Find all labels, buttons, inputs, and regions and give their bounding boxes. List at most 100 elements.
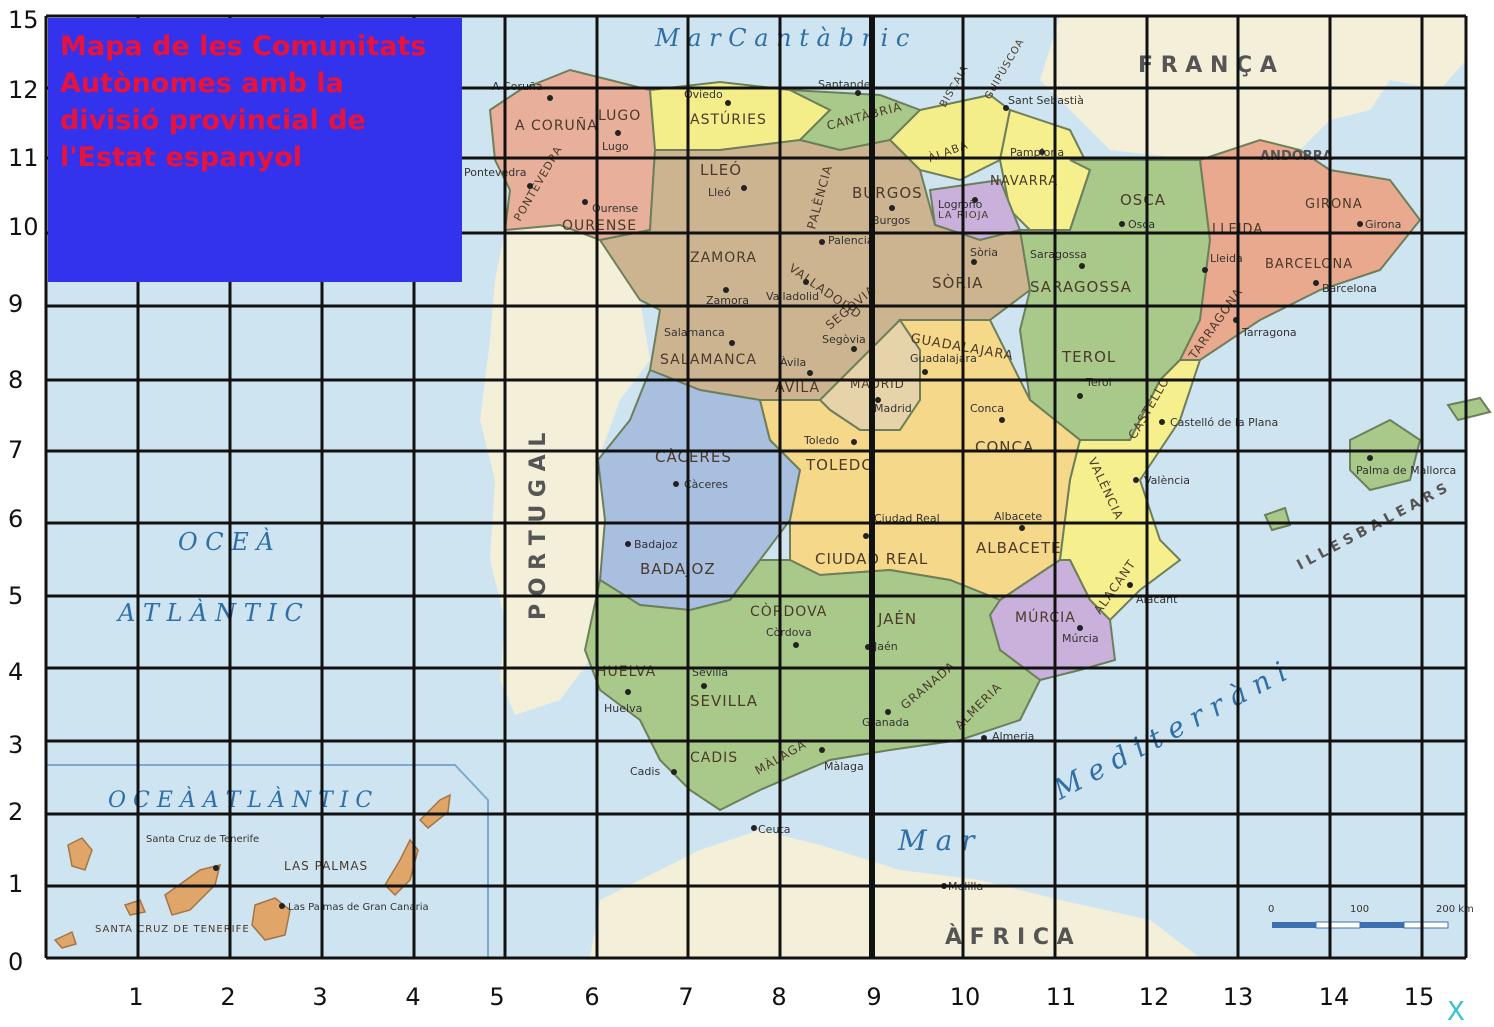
y-tick-label: 10: [8, 213, 39, 241]
country-label-portugal: P O R T U G A L: [526, 433, 551, 620]
city-label-murcia: Múrcia: [1062, 632, 1099, 645]
island-la-gomera: [123, 899, 147, 916]
city-dot: [1202, 267, 1208, 273]
city-label-valladolid: Valladolid: [766, 290, 819, 303]
x-tick-label: 10: [949, 983, 981, 1011]
province-label-osca: OSCA: [1120, 191, 1166, 209]
city-label-pamplona: Pamplona: [1010, 146, 1064, 159]
province-label-albacete: ALBACETE: [976, 539, 1062, 557]
city-dot: [673, 481, 679, 487]
island-fuerteventura: [384, 838, 419, 897]
province-label-jaen: JAÉN: [877, 609, 917, 628]
city-dot: [751, 825, 757, 831]
province-label-murcia: MÚRCIA: [1015, 608, 1076, 626]
city-dot: [582, 199, 588, 205]
island-la-palma: [67, 837, 93, 871]
province-label-saragossa: SARAGOSSA: [1030, 278, 1132, 296]
y-tick-label: 6: [8, 505, 24, 533]
city-dot: [1357, 221, 1363, 227]
city-label-albacete: Albacete: [994, 510, 1042, 523]
province-label-salamanca: SALAMANCA: [660, 352, 757, 368]
city-label-santacruz: Santa Cruz de Tenerife: [146, 834, 259, 845]
y-tick-label: 12: [8, 76, 39, 104]
city-dot: [615, 130, 621, 136]
city-dot: [851, 439, 857, 445]
city-dot: [625, 541, 631, 547]
city-dot: [971, 259, 977, 265]
city-label-conca: Conca: [970, 402, 1004, 415]
city-dot: [1077, 393, 1083, 399]
x-tick-label: 6: [584, 983, 600, 1011]
province-label-barcelona: BARCELONA: [1265, 257, 1353, 272]
city-dot: [279, 903, 285, 909]
city-label-lleida: Lleida: [1210, 252, 1243, 265]
city-dot: [922, 369, 928, 375]
province-label-lugo: LUGO: [598, 108, 641, 124]
city-dot: [885, 709, 891, 715]
scale-bar: 0 100 200 km: [1268, 904, 1474, 929]
city-label-terol: Terol: [1085, 376, 1112, 389]
x-tick-label: 11: [1045, 983, 1077, 1011]
city-label-valencia: València: [1144, 474, 1190, 487]
city-label-santsebastia: Sant Sebastià: [1008, 94, 1084, 107]
province-label-badajoz: BADAJOZ: [640, 560, 716, 578]
x-tick-label: 7: [678, 983, 694, 1011]
city-label-soria: Sòria: [970, 246, 998, 259]
city-dot: [725, 100, 731, 106]
city-label-caceres: Càceres: [684, 478, 728, 491]
portugal-land: [480, 225, 650, 715]
island-el-hierro: [53, 930, 77, 949]
y-tick-label: 2: [8, 798, 24, 826]
city-label-castello: Castelló de la Plana: [1170, 416, 1278, 429]
city-dot: [875, 397, 881, 403]
city-label-ourense: Ourense: [592, 202, 638, 215]
africa-land: [590, 830, 1200, 958]
province-label-burgos: BURGOS: [852, 184, 923, 202]
x-tick-label: 5: [489, 983, 505, 1011]
city-dot: [671, 769, 677, 775]
city-label-lleo: Lleó: [708, 186, 731, 199]
city-label-salamanca: Salamanca: [664, 326, 725, 339]
province-label-ourense: OURENSE: [562, 218, 637, 234]
city-dot: [863, 533, 869, 539]
y-tick-label: 15: [8, 6, 39, 34]
city-label-zamora: Zamora: [706, 294, 749, 307]
city-label-burgos: Burgos: [872, 214, 911, 227]
city-label-jaen: Jaén: [873, 640, 898, 653]
x-tick-label: 1: [128, 983, 144, 1011]
city-label-huelva: Huelva: [604, 702, 642, 715]
sea-label-ocea: O C E À: [178, 527, 274, 556]
city-dot: [527, 183, 533, 189]
province-label-girona: GIRONA: [1305, 197, 1363, 212]
country-label-africa: À F R I C A: [945, 924, 1074, 950]
city-dot: [1019, 525, 1025, 531]
city-label-girona: Girona: [1365, 218, 1401, 231]
country-label-franca: F R A N Ç A: [1138, 53, 1277, 78]
city-label-lugo: Lugo: [602, 140, 629, 153]
y-tick-label: 7: [8, 436, 24, 464]
city-label-palma: Palma de Mallorca: [1356, 464, 1456, 477]
city-dot: [819, 239, 825, 245]
city-label-badajoz: Badajoz: [634, 538, 678, 551]
city-dot: [1119, 221, 1125, 227]
scale-tick-200: 200 km: [1436, 904, 1474, 915]
y-tick-label: 8: [8, 366, 24, 394]
city-dot: [803, 279, 809, 285]
x-tick-label: 12: [1138, 983, 1170, 1011]
y-tick-label: 3: [8, 731, 24, 759]
region-andalucia: [583, 559, 1042, 812]
province-label-santacruz: SANTA CRUZ DE TENERIFE: [95, 924, 250, 935]
city-dot: [625, 689, 631, 695]
city-dot: [213, 865, 219, 871]
city-dot: [701, 683, 707, 689]
province-label-corunya: A CORUÑA: [515, 117, 598, 134]
city-dot: [972, 197, 978, 203]
city-label-toledo: Toledo: [803, 434, 839, 447]
city-label-cordova: Còrdova: [766, 626, 812, 639]
city-label-palencia: Palencia: [828, 234, 874, 247]
city-dot: [1003, 105, 1009, 111]
city-dot: [793, 642, 799, 648]
title-box: Mapa de les Comunitats Autònomes amb la …: [48, 18, 462, 282]
